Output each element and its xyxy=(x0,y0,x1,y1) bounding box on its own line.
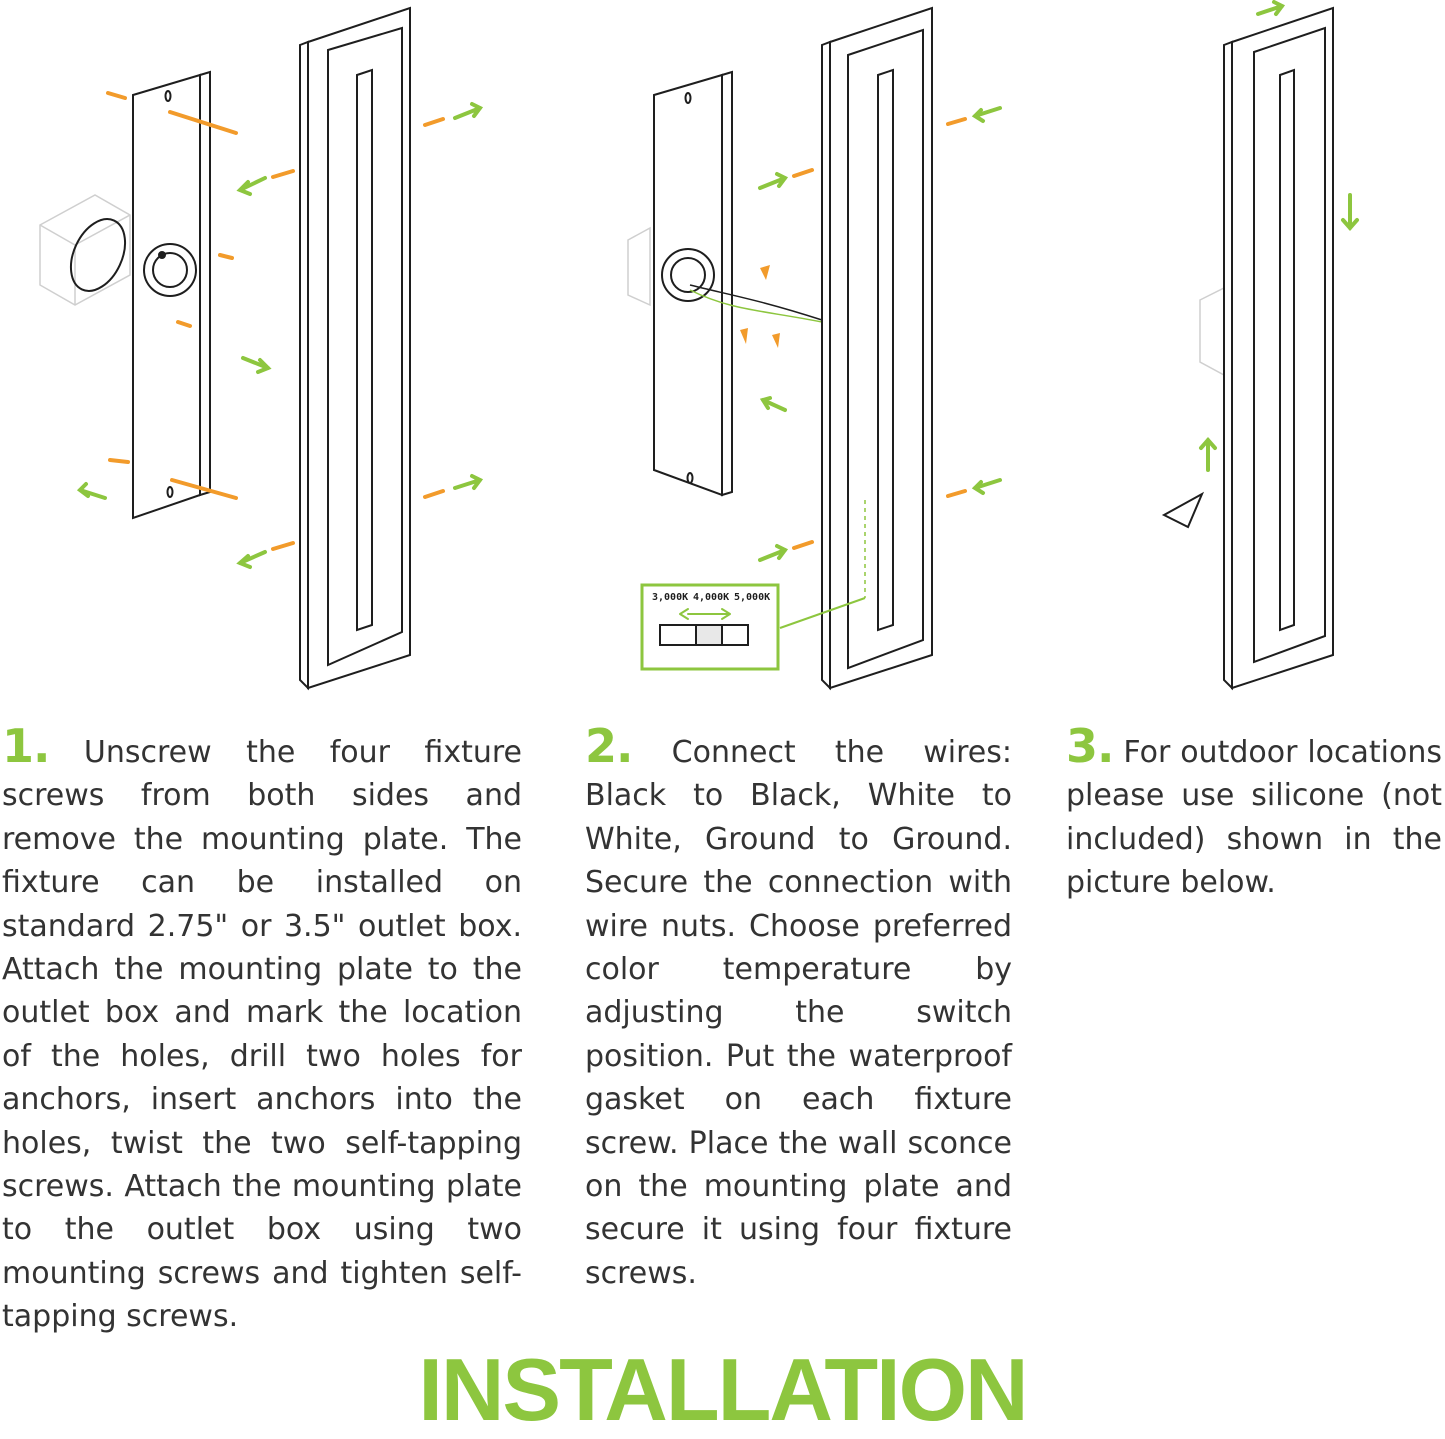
wire-nuts xyxy=(740,265,780,348)
page-title: INSTALLATION xyxy=(418,1340,1028,1439)
mounting-plate xyxy=(653,70,733,497)
switch-label-4000k: 4,000K xyxy=(693,592,729,603)
wires xyxy=(689,284,823,321)
step-2-instructions: 2. Connect the wires: Black to Black, Wh… xyxy=(585,723,1012,1295)
screws xyxy=(106,91,445,551)
fixture-body xyxy=(1223,6,1334,691)
diagram-step-1 xyxy=(0,0,520,700)
step-3-number: 3. xyxy=(1066,719,1114,773)
arrows xyxy=(1199,0,1359,472)
switch-label-3000k: 3,000K xyxy=(652,592,688,603)
fixture-body xyxy=(821,6,933,691)
outlet-box-opening xyxy=(69,218,127,292)
outlet-box-illustration xyxy=(1199,286,1225,377)
color-temperature-switch-inset xyxy=(640,500,866,671)
switch-label-5000k: 5,000K xyxy=(734,592,770,603)
silicone-tube xyxy=(1161,491,1205,529)
outlet-box-illustration xyxy=(39,194,131,306)
fixture-body xyxy=(299,6,411,691)
arrows xyxy=(679,106,1002,620)
step-1-number: 1. xyxy=(2,719,50,773)
step-3-instructions: 3. For outdoor locations please use sili… xyxy=(1066,723,1442,905)
mounting-plate xyxy=(132,70,211,520)
diagram-step-2: 3,000K 4,000K 5,000K xyxy=(580,0,1020,700)
step-2-number: 2. xyxy=(585,719,633,773)
arrows xyxy=(76,102,484,569)
step-3-text: For outdoor locations please use silicon… xyxy=(1066,735,1442,901)
step-1-instructions: 1. Unscrew the four fixture screws from … xyxy=(2,723,522,1339)
diagram-step-3 xyxy=(1140,0,1400,700)
outlet-box-illustration xyxy=(627,226,651,307)
step-2-text: Connect the wires: Black to Black, White… xyxy=(585,735,1012,1291)
screws xyxy=(792,117,967,550)
step-1-text: Unscrew the four fixture screws from bot… xyxy=(2,735,522,1335)
